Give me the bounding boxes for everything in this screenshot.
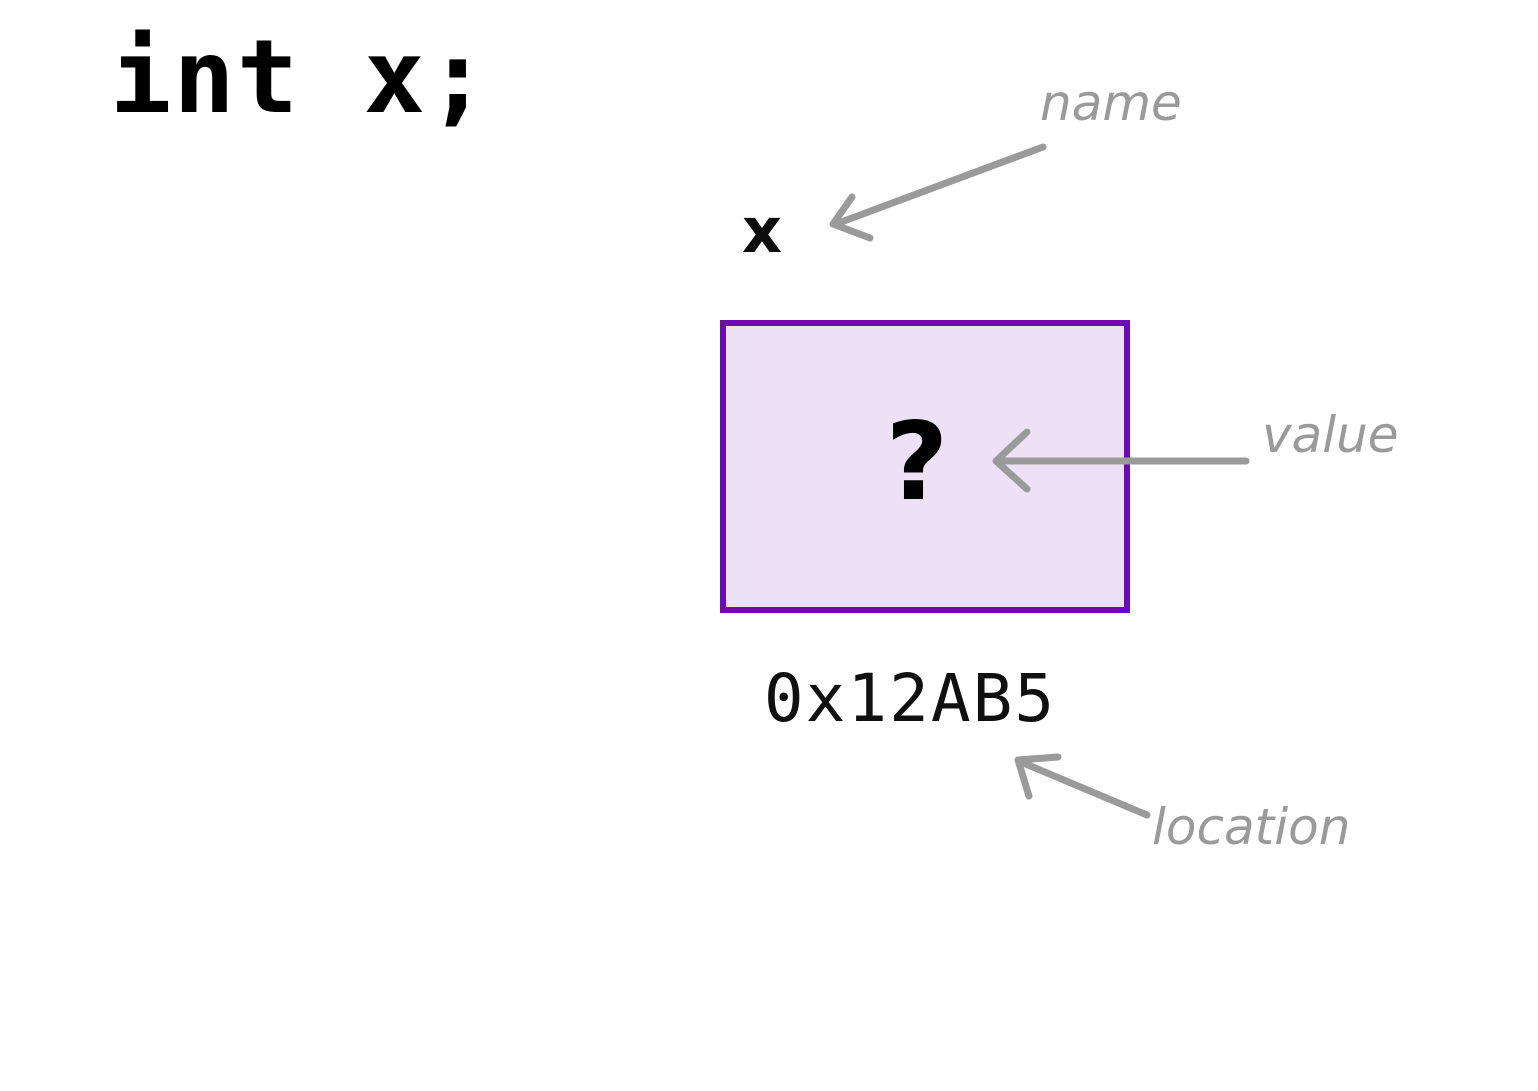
memory-cell-value: ? xyxy=(885,400,949,525)
variable-name-label: x xyxy=(742,194,782,267)
annotation-name-label: name xyxy=(1040,74,1182,132)
annotation-value-label: value xyxy=(1262,406,1399,464)
memory-address-label: 0x12AB5 xyxy=(763,660,1057,737)
memory-cell-box: ? xyxy=(720,320,1130,613)
code-declaration-text: int x; xyxy=(110,18,491,137)
name-annotation-arrow xyxy=(829,143,1047,242)
annotation-location-label: location xyxy=(1152,798,1351,856)
location-annotation-arrow xyxy=(1014,753,1151,819)
